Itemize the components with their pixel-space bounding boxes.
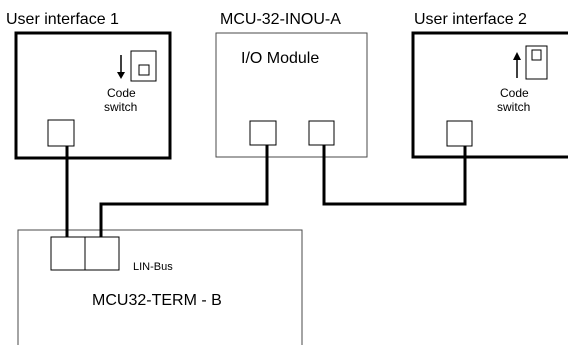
lin-bus-label: LIN-Bus: [133, 261, 173, 273]
code-switch-1-label-line2: switch: [104, 100, 137, 114]
code-switch-1-label-line1: Code: [107, 86, 136, 100]
term-connector-left: [50, 236, 86, 271]
code-switch-2-label-line1: Code: [500, 86, 529, 100]
io-connector-right: [308, 120, 335, 146]
terminal-box: LIN-Bus MCU32-TERM - B: [17, 229, 303, 345]
user-interface-2-title: User interface 2: [414, 11, 527, 28]
io-module-label: I/O Module: [241, 50, 319, 67]
wire-io-ui2: [322, 145, 467, 206]
term-connector-right: [84, 236, 120, 271]
wire-io-terminal: [99, 145, 269, 237]
io-module-box: I/O Module: [215, 32, 368, 158]
ui2-connector: [446, 120, 473, 147]
arrow-down-icon: [117, 72, 125, 79]
user-interface-2-box: Code switch: [411, 31, 568, 159]
ui1-connector: [47, 119, 75, 147]
code-switch-2: [513, 45, 548, 80]
io-module-title: MCU-32-INOU-A: [220, 11, 341, 28]
user-interface-1-box: Code switch: [14, 31, 172, 160]
terminal-label: MCU32-TERM - B: [92, 292, 222, 309]
code-switch-1: [117, 50, 157, 82]
code-switch-2-label-line2: switch: [497, 100, 530, 114]
wires: [65, 145, 467, 237]
arrow-up-icon: [513, 52, 521, 60]
io-connector-left: [249, 120, 277, 146]
user-interface-1-title: User interface 1: [6, 11, 119, 28]
